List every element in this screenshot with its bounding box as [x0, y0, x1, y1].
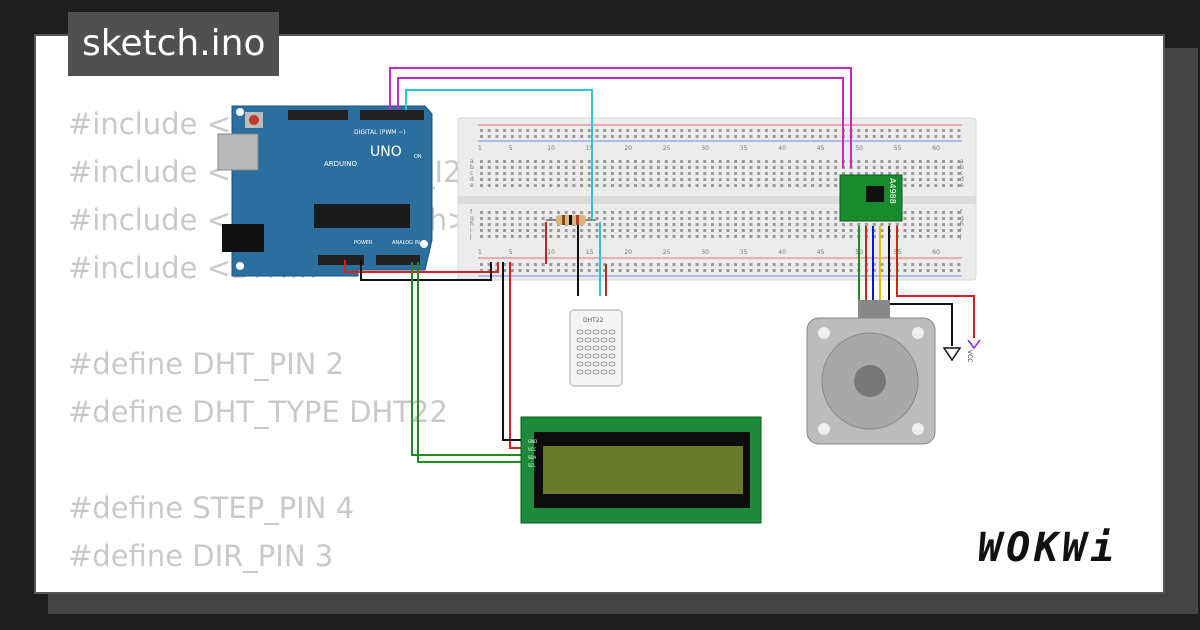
breadboard-row-letter: f: [470, 209, 473, 216]
code-line: #define DHT_TYPE DHT22: [68, 395, 448, 429]
breadboard-row-letter: f: [960, 209, 963, 216]
breadboard-row-letter: b: [470, 164, 474, 171]
digital-label: DIGITAL (PWM ~): [354, 129, 406, 136]
breadboard-row-letter: h: [960, 221, 964, 228]
breadboard-column-number: 45: [817, 145, 825, 152]
lcd-pin-sda: SDA: [528, 455, 537, 460]
breadboard-column-number: 10: [547, 145, 555, 152]
breadboard-column-number: 15: [586, 145, 594, 152]
wokwi-logo: WOKWi: [978, 525, 1119, 571]
on-label: ON: [414, 154, 422, 160]
breadboard-column-number: 20: [624, 145, 632, 152]
breadboard-column-number: 30: [701, 145, 709, 152]
breadboard-row-letter: e: [960, 182, 964, 189]
file-tab[interactable]: sketch.ino: [68, 12, 280, 76]
breadboard-column-number: 20: [624, 249, 632, 256]
resistor: [546, 215, 596, 225]
breadboard-row-letter: g: [470, 215, 474, 222]
breadboard-row-letter: a: [470, 158, 474, 165]
dht22-label: DHT22: [583, 317, 604, 324]
breadboard-column-number: 35: [740, 145, 748, 152]
breadboard-row-letter: c: [960, 170, 963, 177]
breadboard-column-number: 50: [855, 145, 863, 152]
breadboard-row-letter: e: [470, 182, 474, 189]
a4988-driver: A4988: [839, 174, 903, 222]
arduino-uno: DIGITAL (PWM ~) UNO ARDUINO POWER ANALOG…: [217, 105, 433, 277]
ground-symbol: [942, 347, 962, 362]
breadboard-column-number: 40: [778, 145, 786, 152]
lcd-1602: GND VCC SDA SCL: [520, 416, 762, 524]
breadboard-column-number: 45: [817, 249, 825, 256]
vcc-label: VCC: [966, 350, 973, 362]
breadboard-row-letter: i: [470, 227, 472, 234]
breadboard-column-number: 25: [663, 249, 671, 256]
breadboard-column-number: 35: [740, 249, 748, 256]
breadboard-column-number: 55: [894, 145, 902, 152]
breadboard-row-letter: d: [960, 176, 964, 183]
breadboard-column-number: 60: [932, 249, 940, 256]
power-label: POWER: [354, 240, 373, 246]
breadboard-column-number: 1: [478, 145, 482, 152]
breadboard-column-number: 40: [778, 249, 786, 256]
arduino-brand: ARDUINO: [324, 160, 357, 168]
breadboard-column-number: 15: [586, 249, 594, 256]
a4988-label: A4988: [888, 178, 897, 204]
breadboard-row-letter: i: [960, 227, 962, 234]
breadboard-column-number: 60: [932, 145, 940, 152]
breadboard-column-number: 5: [509, 145, 513, 152]
breadboard-row-letter: h: [470, 221, 474, 228]
breadboard-column-number: 5: [509, 249, 513, 256]
breadboard-row-letter: b: [960, 164, 964, 171]
lcd-pin-scl: SCL: [528, 463, 536, 468]
breadboard: 1155101015152020252530303535404045455050…: [457, 117, 977, 281]
stepper-motor: [806, 300, 936, 445]
code-line: #define DIR_PIN 3: [68, 539, 334, 573]
lcd-pin-gnd: GND: [528, 439, 537, 444]
analog-label: ANALOG IN: [392, 240, 420, 246]
dht22-sensor: DHT22: [569, 309, 623, 387]
breadboard-row-letter: d: [470, 176, 474, 183]
breadboard-column-number: 30: [701, 249, 709, 256]
code-line: #define DHT_PIN 2: [68, 347, 345, 381]
code-line: #define STEP_PIN 4: [68, 491, 355, 525]
vcc-symbol: VCC: [966, 339, 981, 362]
breadboard-row-letter: c: [470, 170, 473, 177]
breadboard-row-letter: a: [960, 158, 964, 165]
lcd-pin-vcc: VCC: [528, 447, 537, 452]
breadboard-row-letter: j: [959, 233, 962, 240]
uno-label: UNO: [370, 144, 402, 160]
breadboard-row-letter: g: [960, 215, 964, 222]
breadboard-column-number: 1: [478, 249, 482, 256]
wires: [344, 67, 975, 463]
breadboard-row-letter: j: [469, 233, 472, 240]
breadboard-column-number: 10: [547, 249, 555, 256]
breadboard-column-number: 25: [663, 145, 671, 152]
